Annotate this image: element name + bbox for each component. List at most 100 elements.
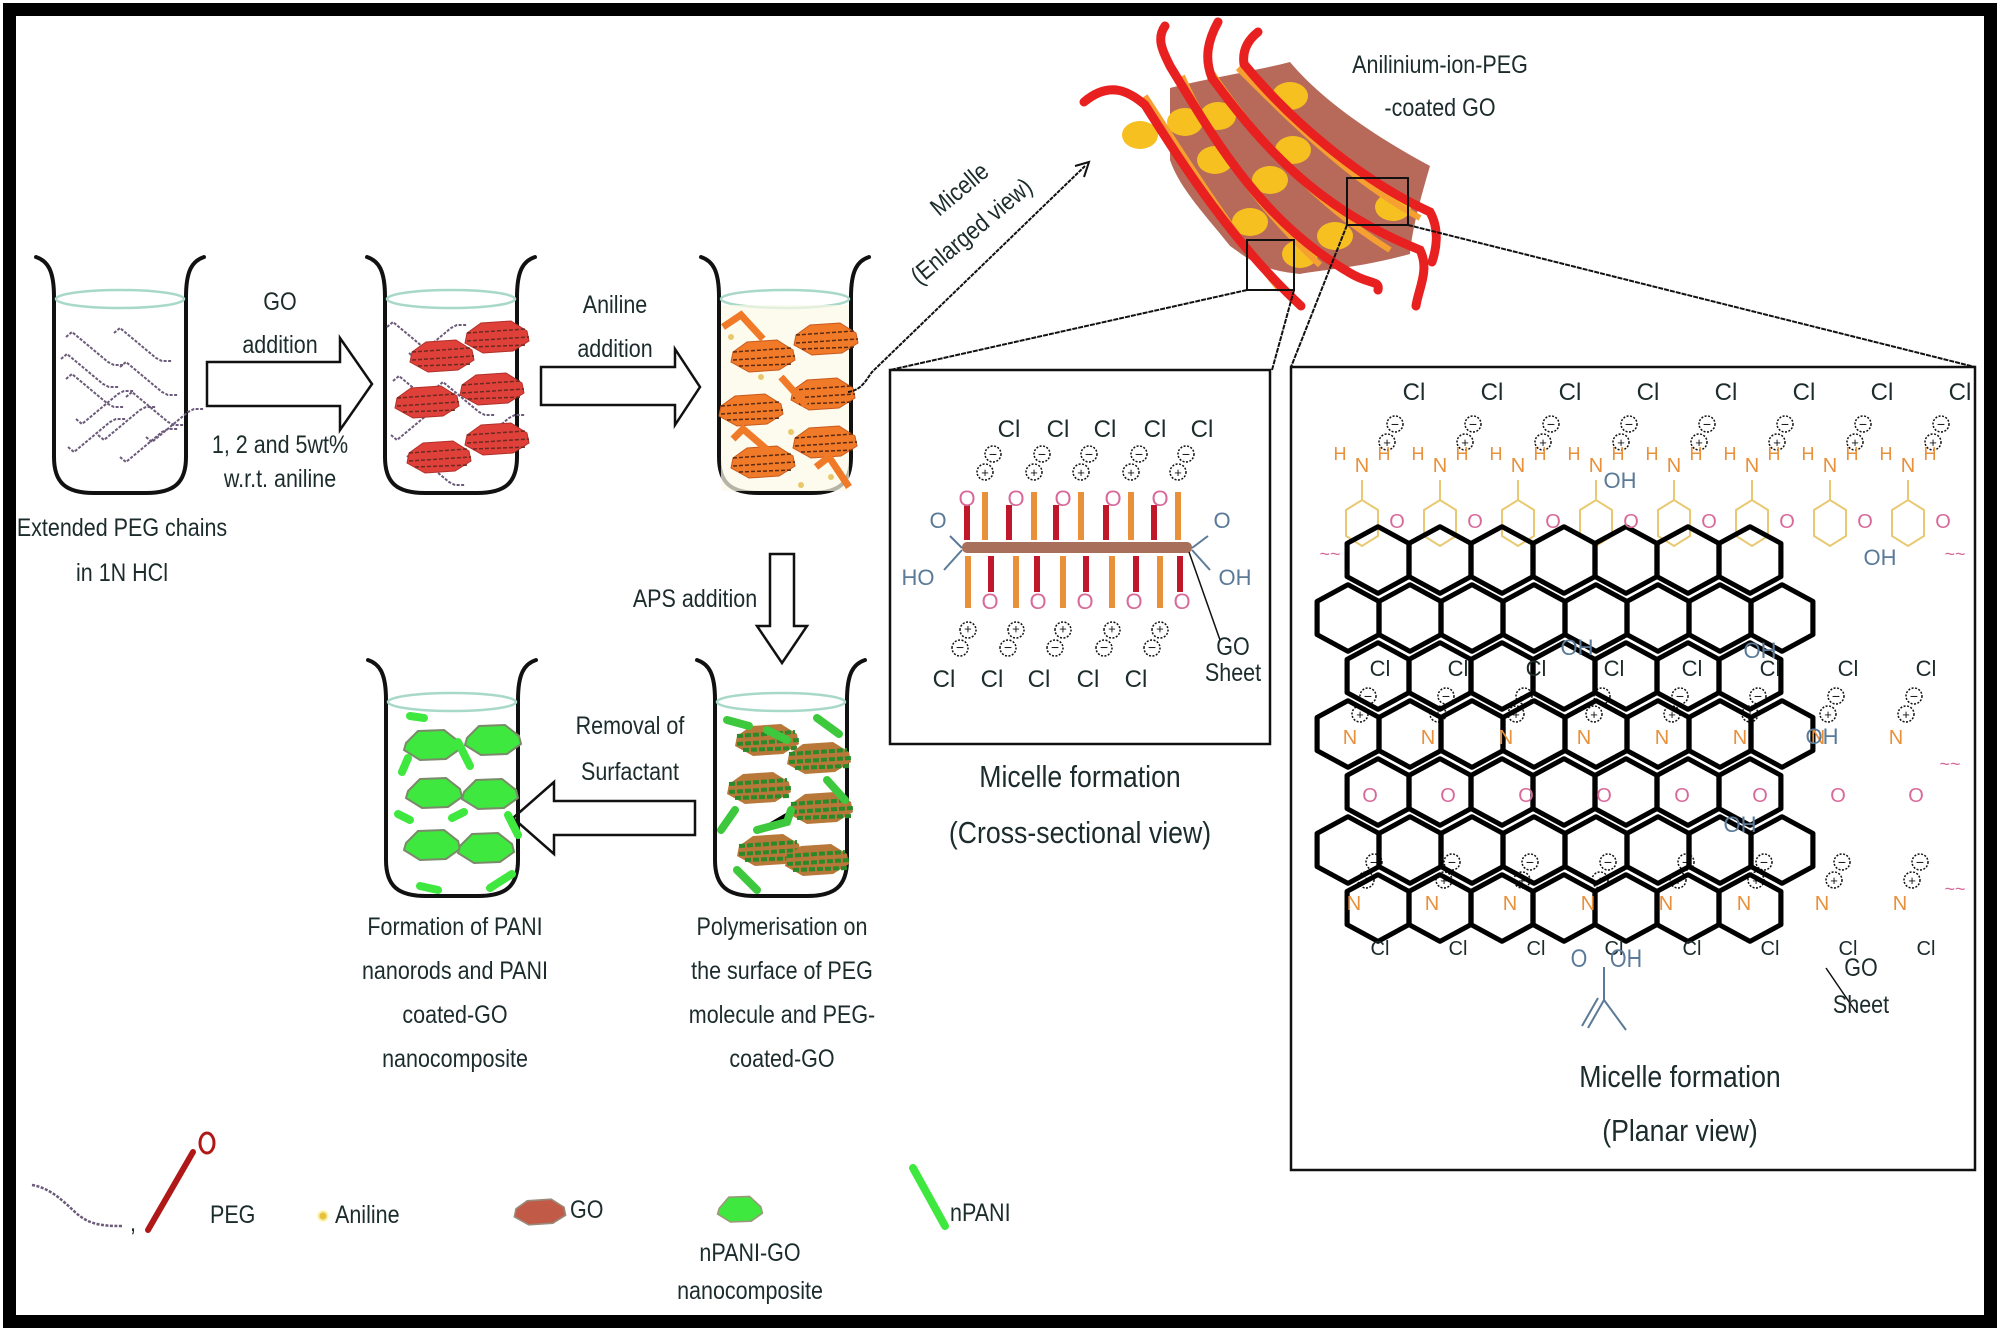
oxygen-label: O	[1623, 511, 1639, 533]
arrow3-label-aps: APS addition	[632, 585, 758, 613]
beaker-peg-go	[365, 255, 537, 495]
legend-npani-label: nPANI	[950, 1199, 1011, 1227]
oxygen-label: O	[1779, 511, 1795, 533]
beaker-polymerisation	[695, 658, 867, 898]
carboxyl-group	[1581, 967, 1627, 1031]
oxygen-label: O	[1007, 486, 1024, 511]
chloride-label: Cl	[1047, 416, 1070, 443]
arrow1-label-basis: w.r.t. aniline	[223, 465, 337, 493]
nitrogen-label: N	[1889, 727, 1903, 749]
caption-beaker1-line1: Extended PEG chains	[16, 514, 228, 542]
nitrogen-label: N	[1745, 455, 1759, 477]
arrow-aps-addition	[754, 552, 810, 666]
chloride-label: Cl	[1637, 379, 1660, 406]
nitrogen-label: N	[1823, 455, 1837, 477]
hydrogen-label: H	[1690, 444, 1703, 464]
arrow-removal-of-surfactant	[511, 779, 697, 857]
micelle-label-line2: -coated GO	[1384, 94, 1496, 122]
legend-peg-rod-icon	[145, 1149, 196, 1233]
hydroxyl-label: OH	[1724, 812, 1757, 837]
planar-carboxyl-o: O	[1570, 945, 1588, 973]
benzene-ring-icon	[1345, 480, 1379, 548]
functional-group-bars	[964, 492, 1183, 608]
chloride-label: Cl	[1481, 379, 1504, 406]
planar-carboxyl-oh: OH	[1609, 945, 1643, 973]
nitrogen-label: N	[1589, 455, 1603, 477]
hydrogen-label: H	[1802, 444, 1815, 464]
oxygen-label: O	[1857, 511, 1873, 533]
oxygen-label: O	[1596, 785, 1612, 807]
oxygen-label: O	[1467, 511, 1483, 533]
nitrogen-label: N	[1733, 727, 1747, 749]
go-sheet-line	[962, 542, 1192, 553]
hydrogen-label: H	[1456, 444, 1469, 464]
go-sheet-pointer	[1188, 551, 1221, 641]
hydroxyl-label: OH	[1864, 545, 1897, 570]
nitrogen-label: N	[1433, 455, 1447, 477]
chloride-label: Cl	[1604, 656, 1625, 681]
legend-npani-go-label-line2: nanocomposite	[677, 1277, 823, 1305]
oxygen-label: O	[1908, 785, 1924, 807]
oxygen-label: O	[1545, 511, 1561, 533]
nitrogen-label: N	[1901, 455, 1915, 477]
hydroxyl-label: OH	[1604, 468, 1637, 493]
hydrogen-label: H	[1412, 444, 1425, 464]
nitrogen-label: N	[1355, 455, 1369, 477]
hydrogen-label: H	[1490, 444, 1503, 464]
oxygen-label: O	[1830, 785, 1846, 807]
hydrogen-label: H	[1378, 444, 1391, 464]
nitrogen-label: N	[1811, 727, 1825, 749]
arrow-aniline-addition	[539, 344, 702, 430]
chloride-label: Cl	[1094, 416, 1117, 443]
legend-aniline-label: Aniline	[335, 1201, 400, 1229]
micelle-label-line1: Anilinium-ion-PEG	[1352, 51, 1528, 79]
nitrogen-label: N	[1425, 893, 1439, 915]
caption-beaker5-line4: nanocomposite	[382, 1045, 528, 1073]
chloride-label: Cl	[1871, 379, 1894, 406]
chloride-label: Cl	[1917, 938, 1936, 960]
caption-beaker5-line3: coated-GO	[402, 1001, 508, 1029]
beaker-pani-go	[366, 658, 538, 898]
chloride-label: Cl	[1448, 656, 1469, 681]
chloride-label: Cl	[1077, 666, 1100, 693]
legend-peg-chain-icon	[31, 1183, 123, 1228]
caption-beaker1-line2: in 1N HCl	[75, 559, 168, 587]
legend-oxygen-icon	[198, 1131, 216, 1155]
oxygen-label: O	[1518, 785, 1534, 807]
chloride-label: Cl	[1125, 666, 1148, 693]
arrow1-label-go: GO	[263, 288, 297, 316]
nitrogen-label: N	[1655, 727, 1669, 749]
beaker-peg-chains	[34, 255, 206, 495]
carboxyl-o-label: O	[929, 508, 946, 533]
oxygen-label: O	[1935, 511, 1951, 533]
oxygen-label: O	[981, 589, 998, 614]
chloride-label: Cl	[1403, 379, 1426, 406]
benzene-ring-icon	[1891, 480, 1925, 548]
legend-aniline-icon	[317, 1210, 329, 1222]
arrow4-label-line2: Surfactant	[580, 758, 679, 786]
chloride-label: Cl	[981, 666, 1004, 693]
nitrogen-label: N	[1667, 455, 1681, 477]
carboxyl-ho-label: HO	[902, 565, 935, 590]
arrow1-label-addition: addition	[242, 331, 318, 359]
oxygen-label: O	[1362, 785, 1378, 807]
oxygen-label: O	[1752, 785, 1768, 807]
chloride-label: Cl	[1839, 938, 1858, 960]
hydrogen-label: H	[1646, 444, 1659, 464]
cross-section-zoom-box	[1246, 239, 1295, 291]
planar-go-label-line1: GO	[1844, 954, 1878, 982]
hydrogen-label: H	[1768, 444, 1781, 464]
planar-zoom-box	[1346, 177, 1409, 226]
arrow1-label-amount: 1, 2 and 5wt%	[211, 431, 349, 459]
nitrogen-label: N	[1659, 893, 1673, 915]
hydrogen-label: H	[1334, 444, 1347, 464]
chloride-label: Cl	[1144, 416, 1167, 443]
hydrogen-label: H	[1846, 444, 1859, 464]
oxygen-label: O	[1104, 486, 1121, 511]
planar-caption-line1: Micelle formation	[1579, 1059, 1781, 1094]
oxygen-label: O	[1674, 785, 1690, 807]
hydroxyl-label: OH	[1561, 635, 1594, 660]
hydrogen-label: H	[1924, 444, 1937, 464]
